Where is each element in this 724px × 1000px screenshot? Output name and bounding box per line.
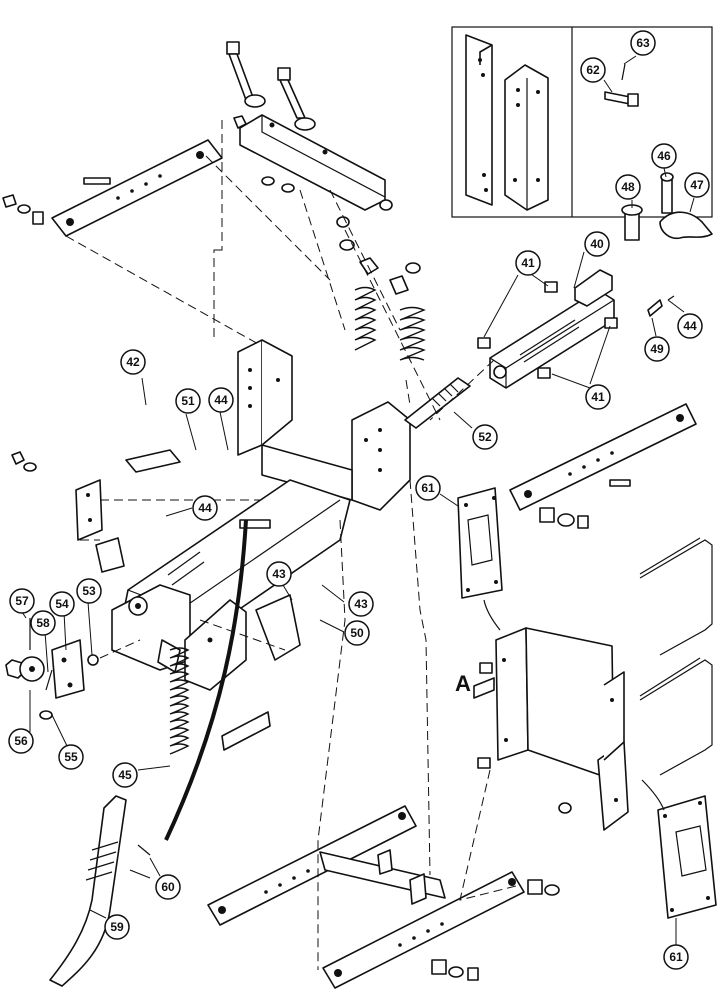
section-label-a: A xyxy=(455,671,471,696)
small-bracket-plates xyxy=(11,449,301,751)
main-frame xyxy=(111,339,411,691)
svg-text:56: 56 xyxy=(14,734,28,748)
svg-text:40: 40 xyxy=(590,237,604,251)
threaded-adjuster xyxy=(404,377,471,429)
svg-text:52: 52 xyxy=(478,430,492,444)
callout-47: 47 xyxy=(684,172,710,198)
svg-text:55: 55 xyxy=(64,750,78,764)
svg-text:46: 46 xyxy=(657,149,671,163)
u-bolts xyxy=(639,537,713,776)
lower-link-arms xyxy=(207,805,560,989)
callout-45: 45 xyxy=(112,762,138,788)
lower-right-link-bar xyxy=(509,403,697,529)
adjustable-upper-bar xyxy=(477,269,618,389)
callout-42: 42 xyxy=(120,349,146,375)
callout-60: 60 xyxy=(155,874,181,900)
svg-text:43: 43 xyxy=(272,567,286,581)
callout-43-left: 43 xyxy=(266,561,292,587)
callout-56: 56 xyxy=(8,728,34,754)
svg-text:57: 57 xyxy=(15,594,29,608)
svg-text:44: 44 xyxy=(214,393,228,407)
callout-57: 57 xyxy=(9,588,35,614)
svg-text:53: 53 xyxy=(82,584,96,598)
callout-41-upper: 41 xyxy=(515,250,541,276)
svg-text:45: 45 xyxy=(118,768,132,782)
callout-53: 53 xyxy=(76,578,102,604)
callout-58: 58 xyxy=(30,610,56,636)
svg-text:58: 58 xyxy=(36,616,50,630)
svg-text:41: 41 xyxy=(521,256,535,270)
callout-63: 63 xyxy=(630,30,656,56)
callout-49: 49 xyxy=(644,336,670,362)
svg-text:44: 44 xyxy=(198,501,212,515)
svg-text:48: 48 xyxy=(621,180,635,194)
callout-54: 54 xyxy=(49,591,75,617)
callout-51: 51 xyxy=(175,388,201,414)
mounting-bracket-a xyxy=(477,627,629,831)
svg-text:44: 44 xyxy=(683,319,697,333)
svg-text:59: 59 xyxy=(110,920,124,934)
svg-text:42: 42 xyxy=(126,355,140,369)
svg-text:63: 63 xyxy=(636,36,650,50)
callout-43-right: 43 xyxy=(348,591,374,617)
callout-44-right: 44 xyxy=(677,313,703,339)
svg-text:60: 60 xyxy=(161,880,175,894)
callout-52: 52 xyxy=(472,424,498,450)
callout-41-lower: 41 xyxy=(585,384,611,410)
pin-parts xyxy=(621,172,713,317)
swing-link-plate-upper xyxy=(457,487,503,599)
svg-text:41: 41 xyxy=(591,390,605,404)
svg-text:61: 61 xyxy=(669,950,683,964)
callout-55: 55 xyxy=(58,744,84,770)
callout-40: 40 xyxy=(584,231,610,257)
callout-leaders xyxy=(21,55,695,946)
svg-text:51: 51 xyxy=(181,394,195,408)
svg-text:54: 54 xyxy=(55,597,69,611)
svg-text:50: 50 xyxy=(350,626,364,640)
svg-text:62: 62 xyxy=(586,63,600,77)
svg-text:43: 43 xyxy=(354,597,368,611)
callout-61-lower: 61 xyxy=(663,944,689,970)
svg-text:47: 47 xyxy=(690,178,704,192)
top-mounting-bracket xyxy=(226,41,393,228)
assembly-guide-lines xyxy=(65,120,665,970)
callout-62: 62 xyxy=(580,57,606,83)
svg-text:49: 49 xyxy=(650,342,664,356)
callout-61-upper: 61 xyxy=(415,475,441,501)
callout-46: 46 xyxy=(651,143,677,169)
callout-59: 59 xyxy=(104,914,130,940)
upper-left-link-bar xyxy=(2,139,223,237)
adjuster-knob-assembly xyxy=(5,618,99,720)
callout-50: 50 xyxy=(344,620,370,646)
inset-detail-box xyxy=(451,26,713,218)
callout-44-center: 44 xyxy=(208,387,234,413)
callout-44-left: 44 xyxy=(192,495,218,521)
swing-link-plate-lower xyxy=(657,795,717,919)
callout-48: 48 xyxy=(615,174,641,200)
upper-springs xyxy=(339,239,426,361)
svg-text:61: 61 xyxy=(421,481,435,495)
